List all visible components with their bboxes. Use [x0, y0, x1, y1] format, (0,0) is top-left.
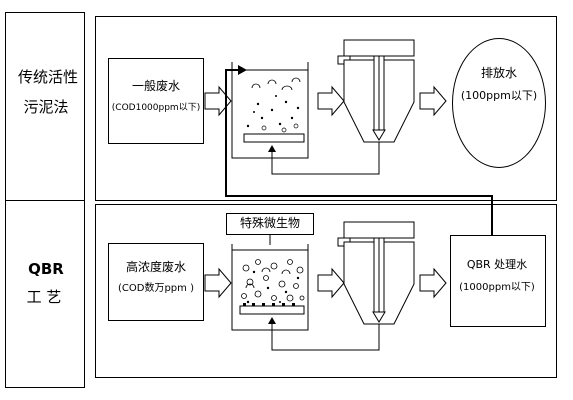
- qbr-sludge-return-line: [271, 320, 380, 351]
- special-microbe-box: [226, 213, 314, 235]
- qbr-arrow-1: [204, 268, 232, 298]
- traditional-arrow-2: [317, 86, 345, 116]
- qbr-method-label-line2: 工 艺: [26, 288, 62, 306]
- qbr-effluent-limit: (1000ppm以下): [459, 282, 535, 293]
- qbr-effluent-feed-line: [225, 69, 493, 235]
- qbr-arrow-2: [317, 268, 345, 298]
- traditional-clarifier: [337, 39, 415, 143]
- special-microbe-label: 特殊微生物: [239, 216, 301, 230]
- traditional-effluent-circle: [452, 38, 546, 168]
- traditional-aeration-tank: [231, 62, 309, 159]
- traditional-influent-box: [108, 58, 204, 144]
- qbr-influent-name: 高浓度废水: [125, 260, 187, 274]
- qbr-influent-cod: (COD数万ppm ): [118, 283, 194, 294]
- traditional-influent-name: 一般废水: [131, 79, 181, 93]
- qbr-influent-box: [108, 243, 204, 321]
- method-column-divider: [5, 200, 85, 201]
- qbr-reactor-tank: [231, 244, 309, 331]
- traditional-effluent-name: 排放水: [480, 66, 518, 80]
- traditional-method-label-line1: 传统活性: [17, 68, 79, 86]
- qbr-effluent-name: QBR 处理水: [466, 258, 528, 271]
- traditional-sludge-return-line: [271, 142, 380, 175]
- qbr-clarifier: [337, 221, 415, 325]
- traditional-arrow-3: [419, 86, 447, 116]
- qbr-arrow-3: [419, 268, 447, 298]
- traditional-influent-cod: (COD1000ppm以下): [111, 103, 201, 113]
- traditional-method-label-line2: 污泥法: [23, 98, 69, 116]
- traditional-arrow-1: [204, 86, 232, 116]
- traditional-effluent-limit: (100ppm以下): [460, 89, 538, 102]
- qbr-effluent-box: [450, 235, 546, 327]
- qbr-method-label-line1: QBR: [28, 260, 64, 278]
